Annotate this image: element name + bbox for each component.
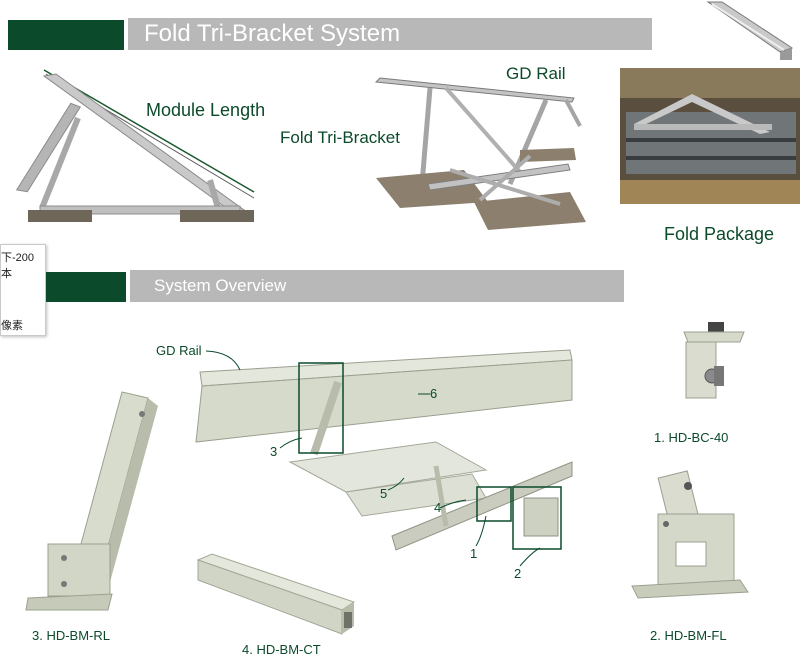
callout-box-1 — [476, 486, 512, 522]
fold-tri-bracket-label: Fold Tri-Bracket — [280, 128, 400, 147]
header-title: Fold Tri-Bracket System — [144, 20, 401, 47]
gd-rail-top-label: GD Rail — [506, 64, 566, 83]
callout-box-2 — [512, 486, 562, 550]
callout-gd-rail-label: GD Rail — [156, 343, 202, 358]
callout-5-label: 5 — [380, 486, 388, 501]
fold-package-photo — [620, 68, 800, 204]
part-4-label: 4. HD-BM-CT — [242, 642, 321, 657]
callout-box-3 — [298, 362, 344, 454]
module-length-label: Module Length — [146, 100, 266, 120]
overview-title: System Overview — [154, 276, 287, 295]
part-2-label: 2. HD-BM-FL — [650, 628, 727, 643]
hd-bm-ct-image — [196, 553, 356, 635]
callout-3-label: 3 — [270, 444, 278, 459]
callout-4-label: 4 — [434, 500, 442, 515]
callout-6-label: 6 — [430, 386, 438, 401]
part-1-label: 1. HD-BC-40 — [654, 430, 729, 445]
header-accent-bar — [8, 20, 124, 50]
system-assembly-diagram — [195, 349, 573, 551]
tri-bracket-3d-diagram — [374, 77, 586, 230]
header-title-bar: Fold Tri-Bracket System — [128, 18, 652, 50]
hd-bm-rl-image — [25, 391, 158, 611]
callout-2-label: 2 — [514, 566, 522, 581]
rail-thumbnail-image — [706, 1, 794, 60]
tooltip-popup: 下-200本 像素 — [0, 244, 46, 336]
overview-accent-bar — [46, 272, 126, 302]
tri-bracket-side-diagram — [15, 69, 255, 222]
callout-1-label: 1 — [470, 546, 478, 561]
part-3-label: 3. HD-BM-RL — [32, 628, 111, 643]
hd-bc-40-image — [683, 322, 745, 399]
hd-bm-fl-image — [631, 470, 749, 599]
overview-title-bar: System Overview — [130, 270, 624, 302]
tooltip-line-2: 像素 — [1, 320, 23, 332]
fold-package-label: Fold Package — [664, 224, 775, 244]
tooltip-line-1: 下-200本 — [1, 252, 35, 280]
